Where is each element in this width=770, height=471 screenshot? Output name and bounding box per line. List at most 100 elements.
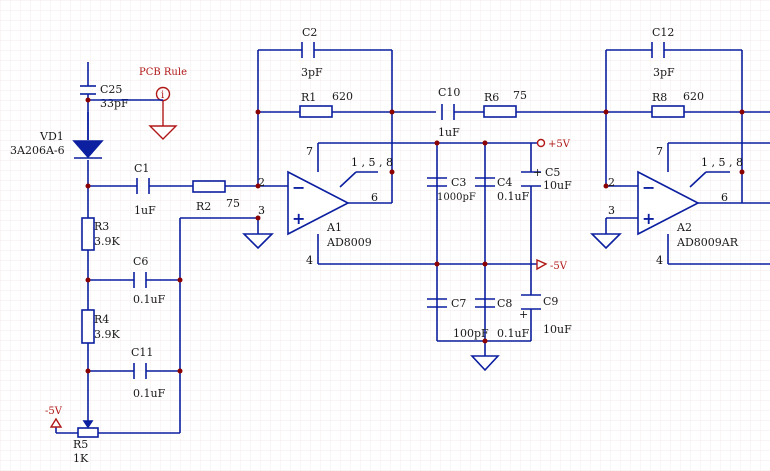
ground-symbol-a1 xyxy=(242,218,274,250)
a1-pin7: 7 xyxy=(306,145,313,158)
r8-value: 620 xyxy=(683,90,704,103)
neg5v-left-label: -5V xyxy=(45,406,63,417)
r4-ref: R4 xyxy=(94,313,109,326)
resistor-r2[interactable] xyxy=(192,180,226,193)
capacitor-c2[interactable] xyxy=(301,42,315,58)
r8-ref: R8 xyxy=(652,91,667,104)
c3-ref: C3 xyxy=(451,176,466,189)
a2-pin4: 4 xyxy=(656,254,663,267)
capacitor-c9[interactable] xyxy=(521,294,541,310)
pcb-rule-label: PCB Rule xyxy=(139,67,187,78)
capacitor-c3[interactable] xyxy=(427,177,447,187)
ground-symbol-a2 xyxy=(590,233,622,250)
resistor-r4[interactable] xyxy=(81,309,95,344)
left-input-network xyxy=(55,62,288,434)
pos5v-port-icon xyxy=(536,138,546,148)
capacitor-c8[interactable] xyxy=(475,298,495,308)
opamp-a2[interactable] xyxy=(637,170,700,236)
c7-value: 100pF xyxy=(453,327,489,340)
diode-vd1[interactable] xyxy=(72,112,104,159)
ground-symbol-decoupling xyxy=(470,355,500,372)
a1-pin6: 6 xyxy=(371,191,378,204)
capacitor-c5[interactable] xyxy=(521,171,541,187)
a1-value: AD8009 xyxy=(326,236,372,249)
neg5v-left-arrow-icon xyxy=(49,417,63,428)
capacitor-c12[interactable] xyxy=(651,42,665,58)
a2-pin7: 7 xyxy=(656,145,663,158)
c12-value: 3pF xyxy=(653,66,675,79)
c10-ref: C10 xyxy=(438,86,460,99)
c2-value: 3pF xyxy=(301,66,323,79)
r5-value: 1K xyxy=(73,452,89,465)
a2-ref: A2 xyxy=(676,221,692,234)
junction-dots xyxy=(85,97,745,374)
r2-value: 75 xyxy=(226,197,240,210)
a2-pins-158: 1 , 5 , 8 xyxy=(701,156,743,169)
c10-value: 1uF xyxy=(438,126,460,139)
opamp-a1[interactable] xyxy=(287,170,350,236)
capacitor-c6[interactable] xyxy=(133,272,147,288)
a2-plus-sign: + xyxy=(642,209,655,228)
c4-ref: C4 xyxy=(497,176,512,189)
resistor-r8[interactable] xyxy=(651,105,685,118)
resistor-r6[interactable] xyxy=(483,105,517,118)
r3-ref: R3 xyxy=(94,220,109,233)
a1-minus-sign: − xyxy=(292,178,305,197)
resistor-r1[interactable] xyxy=(299,105,333,118)
capacitor-c25[interactable] xyxy=(80,80,96,100)
pos5v-label: +5V xyxy=(548,139,571,150)
c3-value: 1000pF xyxy=(437,192,476,203)
potentiometer-r5[interactable] xyxy=(77,420,99,438)
c8-ref: C8 xyxy=(497,297,512,310)
c1-value: 1uF xyxy=(134,204,156,217)
a1-pin4: 4 xyxy=(306,254,313,267)
c1-ref: C1 xyxy=(134,162,149,175)
c5-value: 10uF xyxy=(543,179,572,192)
c6-ref: C6 xyxy=(133,255,148,268)
r5-ref: R5 xyxy=(73,438,88,451)
a2-value: AD8009AR xyxy=(676,236,739,249)
c9-polarity: + xyxy=(519,308,528,321)
ground-symbol-pcb xyxy=(148,101,178,140)
a1-feedback-network xyxy=(257,49,540,265)
capacitor-c7[interactable] xyxy=(427,298,447,308)
r6-ref: R6 xyxy=(484,91,499,104)
c2-ref: C2 xyxy=(302,26,317,39)
a2-network xyxy=(605,49,770,265)
c9-value: 10uF xyxy=(543,323,572,336)
r2-ref: R2 xyxy=(196,200,211,213)
capacitor-c11[interactable] xyxy=(133,363,147,379)
r6-value: 75 xyxy=(513,89,527,102)
neg5v-port-icon xyxy=(536,258,548,271)
c7-ref: C7 xyxy=(451,297,466,310)
c25-value: 33pF xyxy=(100,97,129,110)
a1-pins-158: 1 , 5 , 8 xyxy=(351,156,393,169)
c11-ref: C11 xyxy=(131,346,153,359)
c12-ref: C12 xyxy=(652,26,674,39)
c5-ref: C5 xyxy=(545,166,560,179)
c9-ref: C9 xyxy=(543,295,558,308)
capacitor-c4[interactable] xyxy=(475,177,495,187)
r1-value: 620 xyxy=(332,90,353,103)
r4-value: 3.9K xyxy=(94,328,120,341)
c6-value: 0.1uF xyxy=(133,293,166,306)
a1-ref: A1 xyxy=(326,221,342,234)
r3-value: 3.9K xyxy=(94,235,120,248)
c5-polarity: + xyxy=(533,166,542,179)
a1-pin3: 3 xyxy=(258,204,265,217)
c11-value: 0.1uF xyxy=(133,387,166,400)
c8-value: 0.1uF xyxy=(497,327,530,340)
pcb-rule-icon: i xyxy=(88,86,171,102)
svg-text:i: i xyxy=(161,90,164,101)
a1-pin2: 2 xyxy=(258,176,265,189)
neg5v-label: -5V xyxy=(550,261,568,272)
c4-value: 0.1uF xyxy=(497,190,530,203)
a2-pin2: 2 xyxy=(608,176,615,189)
vd1-value: 3A206A-6 xyxy=(10,144,65,157)
c25-ref: C25 xyxy=(100,83,122,96)
resistor-r3[interactable] xyxy=(81,217,95,251)
capacitor-c1[interactable] xyxy=(136,178,150,194)
